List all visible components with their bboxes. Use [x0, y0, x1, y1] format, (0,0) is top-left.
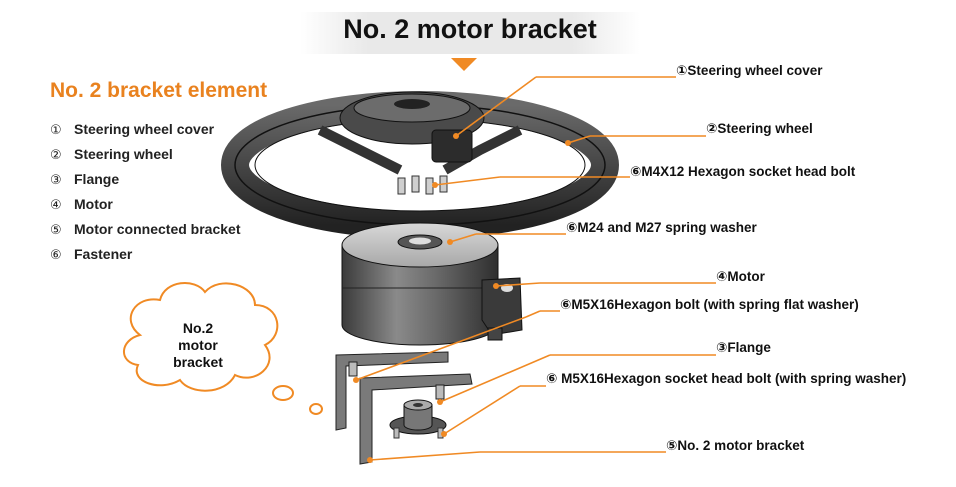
cloud-shape: [123, 281, 323, 415]
callout-steering-wheel-cover: ①Steering wheel cover: [676, 63, 823, 78]
page-title: No. 2 motor bracket: [343, 14, 597, 44]
callout-motor: ④Motor: [716, 269, 765, 284]
callout-m5x16-socket-bolt: ⑥ M5X16Hexagon socket head bolt (with sp…: [546, 371, 907, 386]
callout-spring-washer: ⑥M24 and M27 spring washer: [566, 220, 757, 235]
callout-motor-bracket: ⑤No. 2 motor bracket: [666, 438, 805, 453]
callout-m5x16-hex-bolt: ⑥M5X16Hexagon bolt (with spring flat was…: [560, 297, 859, 312]
motor-bracket: [335, 351, 473, 465]
element-list-title: No. 2 bracket element: [50, 79, 268, 102]
callout-flange: ③Flange: [716, 340, 771, 355]
cloud-label: No.2 motor bracket: [173, 320, 223, 370]
leader-lines: [355, 76, 716, 461]
title-band: [300, 12, 640, 54]
flange: [389, 399, 447, 439]
callout-m4x12-bolt: ⑥M4X12 Hexagon socket head bolt: [630, 164, 856, 179]
motor: [341, 222, 523, 346]
callout-steering-wheel: ②Steering wheel: [706, 121, 813, 136]
title-arrow-icon: [451, 58, 477, 71]
cloud-bubble-large: [272, 385, 294, 401]
steering-wheel-cover: [339, 91, 485, 163]
leader-endpoints: [353, 133, 571, 463]
cloud-bubble-small: [309, 403, 323, 415]
